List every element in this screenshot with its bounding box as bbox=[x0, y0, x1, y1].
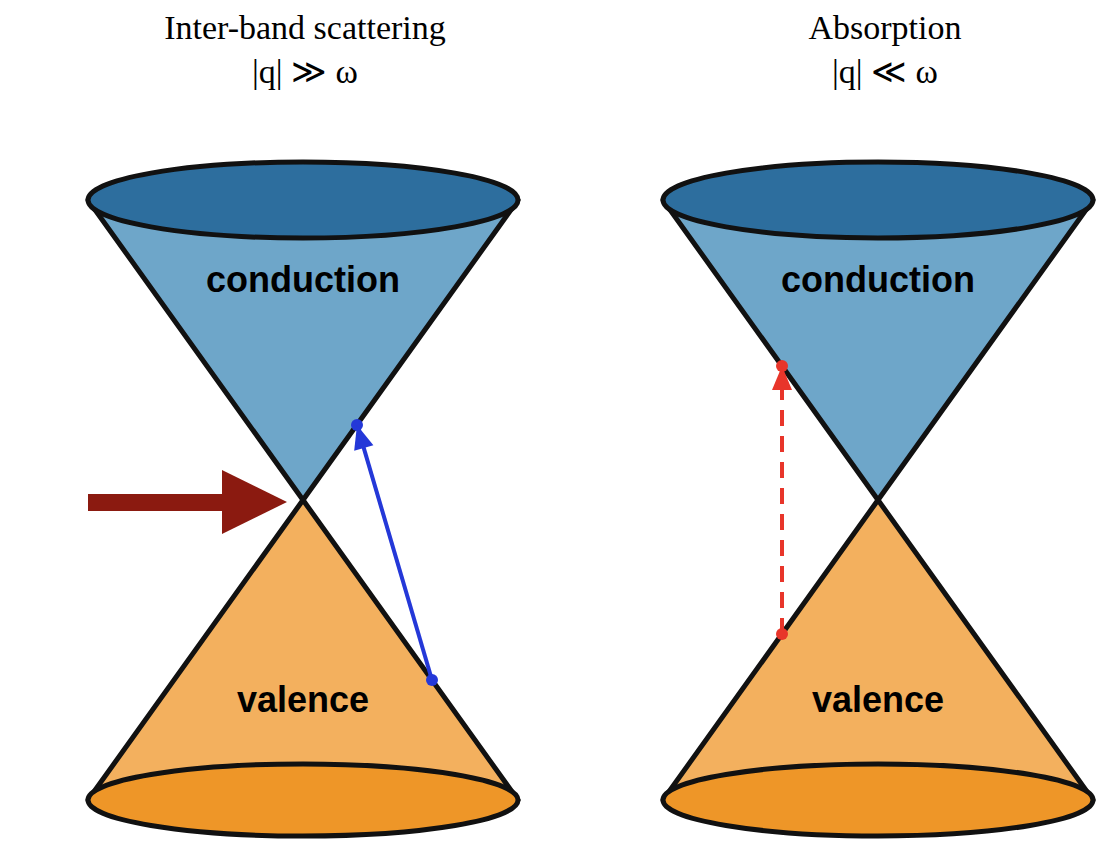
transition-arrow bbox=[772, 360, 792, 640]
band-label: valence bbox=[85, 677, 521, 723]
valence-cone: valence bbox=[660, 498, 1096, 840]
heading-text: |q| ≪ ω bbox=[832, 53, 938, 90]
cone-body bbox=[88, 500, 518, 800]
panel-heading: Inter-band scattering bbox=[55, 8, 555, 48]
cone-body bbox=[663, 200, 1093, 500]
state-dot bbox=[426, 674, 438, 686]
heading-text: Inter-band scattering bbox=[164, 9, 446, 46]
state-dot bbox=[776, 628, 788, 640]
heading-text: Absorption bbox=[809, 9, 962, 46]
conduction-cone: conduction bbox=[85, 158, 521, 503]
cone-body bbox=[663, 500, 1093, 800]
band-label: conduction bbox=[85, 257, 521, 303]
pointer-arrow-shaft bbox=[88, 494, 228, 511]
arrow-head bbox=[354, 425, 373, 451]
cone-cap bbox=[88, 764, 518, 836]
panel-heading: Absorption bbox=[635, 8, 1105, 48]
band-label: valence bbox=[660, 677, 1096, 723]
arrow-line bbox=[780, 386, 784, 634]
cone-shape bbox=[660, 498, 1096, 840]
cone-shape bbox=[85, 498, 521, 840]
cone-cap bbox=[663, 162, 1093, 238]
heading-text: |q| ≫ ω bbox=[252, 53, 358, 90]
pointer-arrow-head bbox=[222, 470, 287, 534]
cone-shape bbox=[85, 158, 521, 503]
cone-cap bbox=[663, 764, 1093, 836]
cone-shape bbox=[660, 158, 1096, 503]
panel-heading: |q| ≪ ω bbox=[635, 52, 1105, 92]
valence-cone: valence bbox=[85, 498, 521, 840]
panel-heading: |q| ≫ ω bbox=[55, 52, 555, 92]
band-label: conduction bbox=[660, 257, 1096, 303]
cone-body bbox=[88, 200, 518, 500]
cone-cap bbox=[88, 162, 518, 238]
conduction-cone: conduction bbox=[660, 158, 1096, 503]
